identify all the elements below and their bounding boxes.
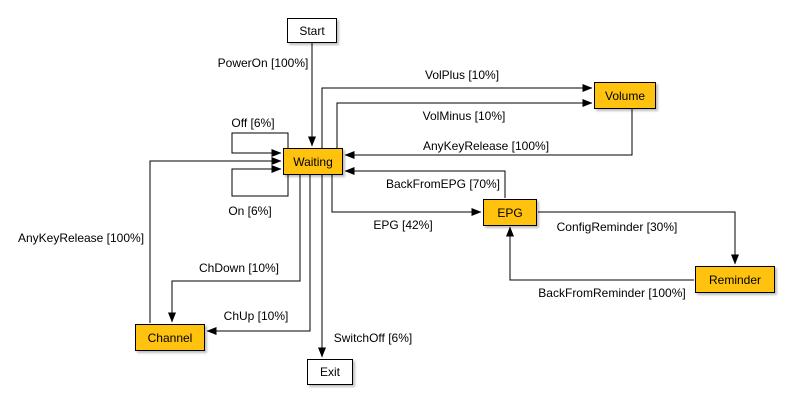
edge-off-self-loop xyxy=(231,132,289,157)
edge-label-power-on: PowerOn [100%] xyxy=(217,56,309,70)
edge-label-off: Off [6%] xyxy=(231,116,275,130)
state-node-waiting: Waiting xyxy=(283,148,343,175)
edge-config-reminder-arrow xyxy=(538,211,739,265)
edge-label-ch-up: ChUp [10%] xyxy=(223,309,289,323)
state-node-exit: Exit xyxy=(307,359,353,385)
edge-label-vol-minus: VolMinus [10%] xyxy=(422,109,506,123)
edge-back-from-reminder-arrow xyxy=(506,226,694,281)
state-node-start: Start xyxy=(287,18,337,43)
edge-label-back-from-reminder: BackFromReminder [100%] xyxy=(538,286,686,300)
state-node-channel: Channel xyxy=(135,324,205,351)
edge-label-vol-plus: VolPlus [10%] xyxy=(424,68,500,82)
edge-vol-plus-arrow xyxy=(321,84,593,148)
edge-label-any-key-release-volume: AnyKeyRelease [100%] xyxy=(422,139,550,153)
edge-any-key-release-channel-arrow xyxy=(149,157,282,323)
edge-label-epg: EPG [42%] xyxy=(373,218,433,232)
edge-vol-minus-arrow xyxy=(336,99,593,148)
edge-label-on: On [6%] xyxy=(228,204,272,218)
edge-ch-up-arrow xyxy=(206,175,311,335)
edge-ch-down-arrow xyxy=(168,175,301,323)
edge-label-switch-off: SwitchOff [6%] xyxy=(333,331,413,345)
edge-label-config-reminder: ConfigReminder [30%] xyxy=(556,220,678,234)
edge-label-back-from-epg: BackFromEPG [70%] xyxy=(385,177,501,191)
edge-label-ch-down: ChDown [10%] xyxy=(198,261,280,275)
state-node-volume: Volume xyxy=(594,82,656,109)
edge-any-key-release-volume-arrow xyxy=(344,109,633,159)
edge-back-from-epg-arrow xyxy=(344,167,506,198)
edge-epg-arrow xyxy=(331,175,482,216)
state-node-reminder: Reminder xyxy=(695,266,775,293)
edge-on-self-loop xyxy=(231,165,289,197)
edge-label-any-key-release-channel: AnyKeyRelease [100%] xyxy=(17,231,145,245)
state-node-epg: EPG xyxy=(483,199,537,226)
